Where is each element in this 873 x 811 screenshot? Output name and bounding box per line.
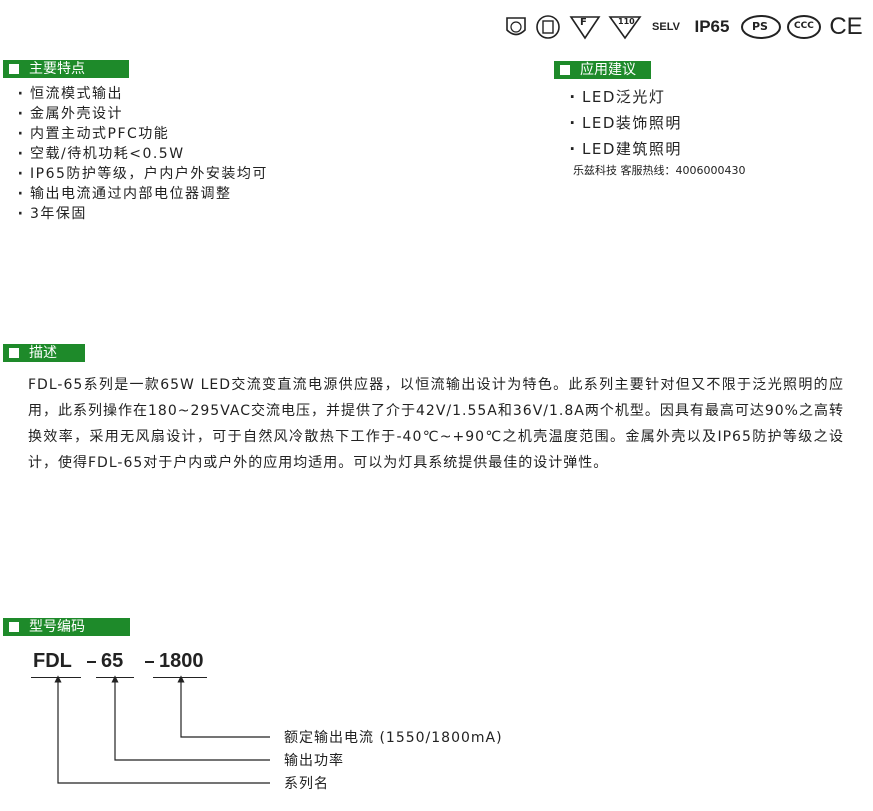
- list-item: 3年保固: [12, 204, 268, 224]
- list-item: LED泛光灯: [564, 84, 682, 110]
- list-item: 输出电流通过内部电位器调整: [12, 184, 268, 204]
- description-text: FDL-65系列是一款65W LED交流变直流电源供应器，以恒流输出设计为特色。…: [28, 377, 844, 471]
- header-square-icon: [9, 622, 19, 632]
- header-square-icon: [9, 64, 19, 74]
- features-list: 恒流模式输出 金属外壳设计 内置主动式PFC功能 空载/待机功耗<0.5W IP…: [12, 84, 268, 224]
- hotline-text: 乐兹科技 客服热线：4006000430: [573, 164, 746, 177]
- list-item: IP65防护等级，户内户外安装均可: [12, 164, 268, 184]
- description-title: 描述: [29, 345, 57, 361]
- list-item: 空载/待机功耗<0.5W: [12, 144, 268, 164]
- enec-mark-icon: [535, 14, 561, 40]
- header-square-icon: [9, 348, 19, 358]
- gs-mark-icon: [504, 14, 528, 40]
- list-item: LED建筑照明: [564, 136, 682, 162]
- pse-mark-text: PS: [752, 20, 768, 33]
- ccc-mark-text: CCC: [794, 21, 814, 31]
- model-part-current: 1800: [159, 650, 204, 672]
- temp-mark-text: 110: [618, 17, 635, 26]
- list-item: 恒流模式输出: [12, 84, 268, 104]
- ip-rating-mark: IP65: [694, 17, 730, 36]
- model-code-title: 型号编码: [29, 619, 85, 635]
- applications-header: 应用建议: [554, 61, 651, 79]
- applications-list: LED泛光灯 LED装饰照明 LED建筑照明: [564, 84, 682, 162]
- model-code-header: 型号编码: [3, 618, 130, 636]
- f-mark-text: F: [580, 17, 587, 28]
- separator-dash: [87, 661, 96, 663]
- model-part-series: FDL: [33, 650, 72, 672]
- list-item: 金属外壳设计: [12, 104, 268, 124]
- selv-mark: SELV: [652, 21, 680, 33]
- model-part-power: 65: [101, 650, 124, 672]
- list-item: LED装饰照明: [564, 110, 682, 136]
- f-mark-icon: F: [569, 14, 601, 40]
- legend-series-name: 系列名: [284, 776, 329, 792]
- description-header: 描述: [3, 344, 85, 362]
- temp-mark-icon: 110: [608, 14, 642, 40]
- applications-title: 应用建议: [580, 62, 636, 78]
- ce-mark: CE: [829, 13, 863, 40]
- list-item: 内置主动式PFC功能: [12, 124, 268, 144]
- legend-rated-current: 额定输出电流 (1550/1800mA): [284, 730, 503, 746]
- legend-output-power: 输出功率: [284, 753, 344, 769]
- ccc-mark-icon: CCC: [786, 14, 822, 40]
- separator-dash: [145, 661, 154, 663]
- features-title: 主要特点: [29, 61, 85, 77]
- features-header: 主要特点: [3, 60, 129, 78]
- pse-mark-icon: PS: [740, 14, 782, 40]
- header-square-icon: [560, 65, 570, 75]
